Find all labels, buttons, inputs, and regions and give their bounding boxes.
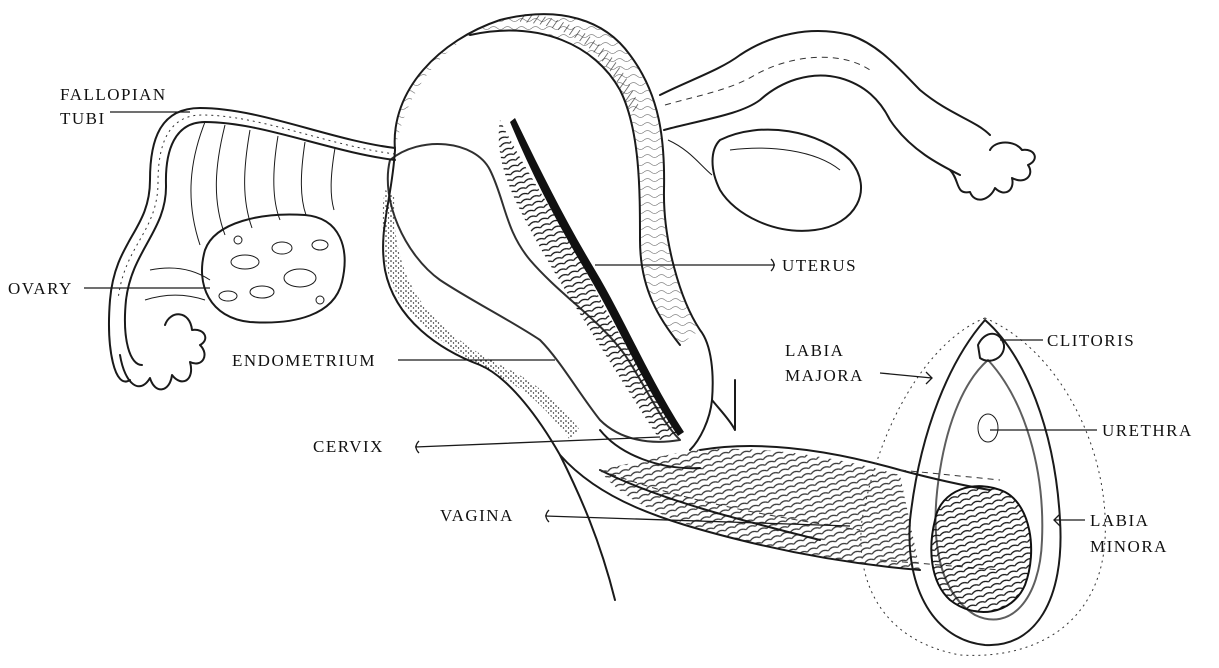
label-fallopian-line2: TUBI: [60, 109, 106, 128]
label-ovary: OVARY: [8, 279, 73, 298]
label-uterus: UTERUS: [782, 256, 857, 275]
label-clitoris: CLITORIS: [1047, 331, 1135, 350]
label-endometrium: ENDOMETRIUM: [232, 351, 376, 370]
label-vagina: VAGINA: [440, 506, 514, 525]
label-cervix: CERVIX: [313, 437, 384, 456]
label-labia-majora-line2: MAJORA: [785, 366, 864, 385]
label-labia-minora-line2: MINORA: [1090, 537, 1168, 556]
labia-majora-leader: [880, 372, 932, 384]
left-broad-ligament: [145, 122, 335, 300]
right-fallopian-tube: [660, 31, 1035, 200]
left-fallopian-tube: [109, 108, 395, 389]
uterus-leader: [595, 259, 775, 271]
right-ovary: [668, 130, 861, 231]
label-urethra: URETHRA: [1102, 421, 1193, 440]
label-labia-majora-line1: LABIA: [785, 341, 844, 360]
label-labia-minora-line1: LABIA: [1090, 511, 1149, 530]
label-fallopian-line1: FALLOPIAN: [60, 85, 167, 104]
labia-minora-leader: [1054, 514, 1085, 526]
